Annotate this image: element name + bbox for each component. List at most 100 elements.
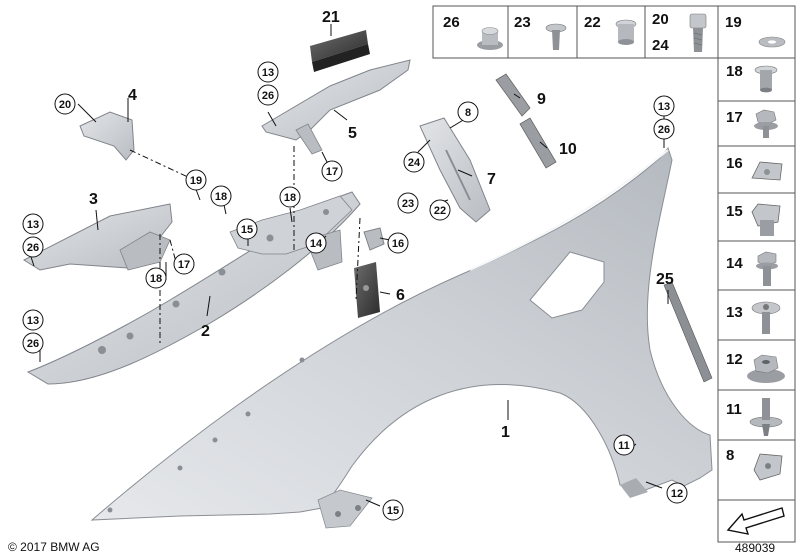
marker-26: 26 bbox=[22, 236, 44, 258]
svg-text:23: 23 bbox=[402, 198, 414, 210]
direction-arrow-icon bbox=[717, 499, 796, 543]
side-hardware-column: 18 17 16 15 14 13 bbox=[717, 57, 796, 543]
callout-25: 25 bbox=[656, 271, 674, 288]
marker-17: 17 bbox=[173, 253, 195, 275]
side-label-17: 17 bbox=[726, 109, 743, 126]
fender-panel bbox=[90, 146, 713, 521]
front-fender bbox=[90, 146, 713, 529]
marker-14: 14 bbox=[305, 232, 327, 254]
marker-11: 11 bbox=[613, 434, 635, 456]
expanding-rivet-icon bbox=[545, 23, 567, 50]
svg-text:20: 20 bbox=[59, 99, 71, 111]
marker-15: 15 bbox=[382, 499, 404, 521]
side-label-18: 18 bbox=[726, 63, 743, 80]
svg-text:15: 15 bbox=[241, 224, 253, 236]
upper-bracket-leg bbox=[295, 123, 323, 155]
callout-4: 4 bbox=[128, 87, 137, 104]
svg-text:18: 18 bbox=[150, 273, 162, 285]
spring-clip-icon bbox=[753, 453, 783, 481]
callout-7: 7 bbox=[487, 171, 496, 188]
marker-23: 23 bbox=[397, 192, 419, 214]
marker-26: 26 bbox=[22, 332, 44, 354]
rail-hole bbox=[266, 234, 274, 242]
marker-19: 19 bbox=[185, 169, 207, 191]
svg-text:18: 18 bbox=[284, 192, 296, 204]
marker-18: 18 bbox=[279, 186, 301, 208]
svg-text:13: 13 bbox=[27, 219, 39, 231]
fender-vent-opening bbox=[529, 251, 605, 319]
fender-hole bbox=[177, 465, 183, 471]
copyright-text: © 2017 BMW AG bbox=[8, 540, 100, 554]
callout-1: 1 bbox=[501, 424, 510, 441]
marker-13: 13 bbox=[257, 61, 279, 83]
small-clip-part-9 bbox=[495, 73, 531, 117]
foam-block-part bbox=[310, 30, 368, 62]
hex-flange-screw-icon bbox=[754, 109, 778, 138]
top-hardware-strip: 26 23 22 20 24 19 bbox=[432, 5, 796, 59]
seal-pad-hole bbox=[363, 285, 369, 291]
marker-26: 26 bbox=[653, 118, 675, 140]
torx-screw-icon bbox=[751, 301, 781, 334]
svg-text:24: 24 bbox=[408, 157, 421, 169]
fender-hole bbox=[355, 505, 361, 511]
svg-text:12: 12 bbox=[671, 488, 683, 500]
marker-15: 15 bbox=[236, 218, 258, 240]
side-label-8: 8 bbox=[726, 447, 734, 464]
fender-hole bbox=[107, 507, 113, 513]
marker-18: 18 bbox=[145, 267, 167, 289]
svg-text:22: 22 bbox=[434, 205, 446, 217]
hardware-label-26: 26 bbox=[443, 14, 460, 31]
flange-bolt-icon bbox=[615, 19, 637, 45]
side-label-14: 14 bbox=[726, 255, 743, 272]
callout-5: 5 bbox=[348, 125, 357, 142]
marker-18: 18 bbox=[210, 185, 232, 207]
svg-text:13: 13 bbox=[262, 67, 274, 79]
marker-13: 13 bbox=[22, 213, 44, 235]
plastic-rivet-icon bbox=[749, 398, 783, 436]
svg-text:15: 15 bbox=[387, 505, 399, 517]
front-bracket-tab bbox=[119, 231, 171, 271]
fender-hole bbox=[299, 357, 305, 363]
rail-hole bbox=[126, 332, 134, 340]
callout-2: 2 bbox=[201, 323, 210, 340]
flange-nut-icon bbox=[477, 27, 503, 50]
svg-text:26: 26 bbox=[658, 124, 670, 136]
hardware-label-20: 20 bbox=[652, 11, 669, 28]
side-label-12: 12 bbox=[726, 351, 743, 368]
svg-text:11: 11 bbox=[618, 440, 630, 452]
hex-bolt-icon bbox=[756, 251, 778, 286]
marker-17: 17 bbox=[321, 160, 343, 182]
svg-text:17: 17 bbox=[326, 166, 338, 178]
rail-hole bbox=[98, 346, 106, 354]
bracket-rib bbox=[445, 149, 471, 201]
callout-3: 3 bbox=[89, 191, 98, 208]
callout-6: 6 bbox=[396, 287, 405, 304]
marker-13: 13 bbox=[653, 95, 675, 117]
marker-20: 20 bbox=[54, 93, 76, 115]
fender-hole bbox=[245, 411, 251, 417]
socket-bolt-icon bbox=[689, 13, 707, 52]
marker-26: 26 bbox=[257, 84, 279, 106]
hardware-label-19: 19 bbox=[725, 14, 742, 31]
svg-text:18: 18 bbox=[215, 191, 227, 203]
rail-hole bbox=[323, 209, 329, 215]
wheelhouse-support-rail bbox=[26, 191, 361, 385]
diagram-id: 489039 bbox=[735, 541, 776, 555]
hardware-label-24: 24 bbox=[652, 37, 669, 54]
foam-block-side bbox=[312, 44, 370, 72]
svg-text:26: 26 bbox=[27, 338, 39, 350]
marker-8: 8 bbox=[457, 101, 479, 123]
rail-hole bbox=[218, 268, 226, 276]
rail-hole bbox=[172, 300, 180, 308]
callout-21: 21 bbox=[322, 9, 340, 26]
svg-text:14: 14 bbox=[310, 238, 323, 250]
hardware-label-23: 23 bbox=[514, 14, 531, 31]
svg-text:19: 19 bbox=[190, 175, 202, 187]
trim-strip-part bbox=[663, 281, 713, 383]
side-label-13: 13 bbox=[726, 304, 743, 321]
svg-text:8: 8 bbox=[465, 107, 471, 119]
marker-13: 13 bbox=[22, 309, 44, 331]
svg-text:26: 26 bbox=[27, 242, 39, 254]
fender-highlight bbox=[469, 149, 669, 271]
